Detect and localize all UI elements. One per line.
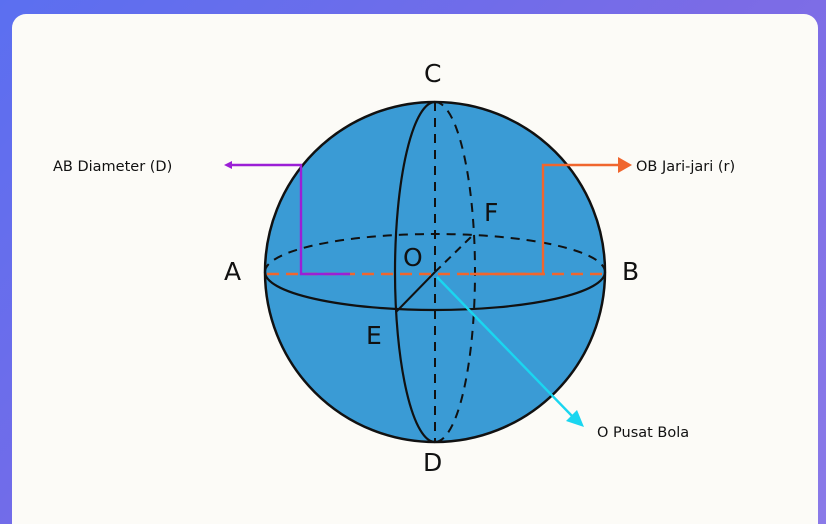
radius-arrowhead [618, 157, 632, 173]
radius-callout-line [470, 163, 620, 276]
diameter-label: AB Diameter (D) [53, 159, 172, 175]
segment-of [434, 235, 473, 273]
center-arrowhead [566, 410, 584, 427]
label-point-o: O [403, 243, 423, 272]
label-point-e: E [366, 321, 382, 350]
label-point-c: C [424, 59, 441, 88]
label-point-f: F [484, 198, 498, 227]
label-point-a: A [224, 257, 241, 286]
segment-eo [395, 271, 436, 313]
meridian-back [434, 101, 476, 443]
diameter-callout-line [224, 161, 350, 276]
meridian-front [393, 100, 436, 444]
label-point-d: D [423, 448, 442, 477]
label-point-b: B [622, 257, 639, 286]
radius-label: OB Jari-jari (r) [636, 159, 735, 175]
center-label: O Pusat Bola [597, 425, 689, 441]
center-callout-line [436, 276, 574, 418]
